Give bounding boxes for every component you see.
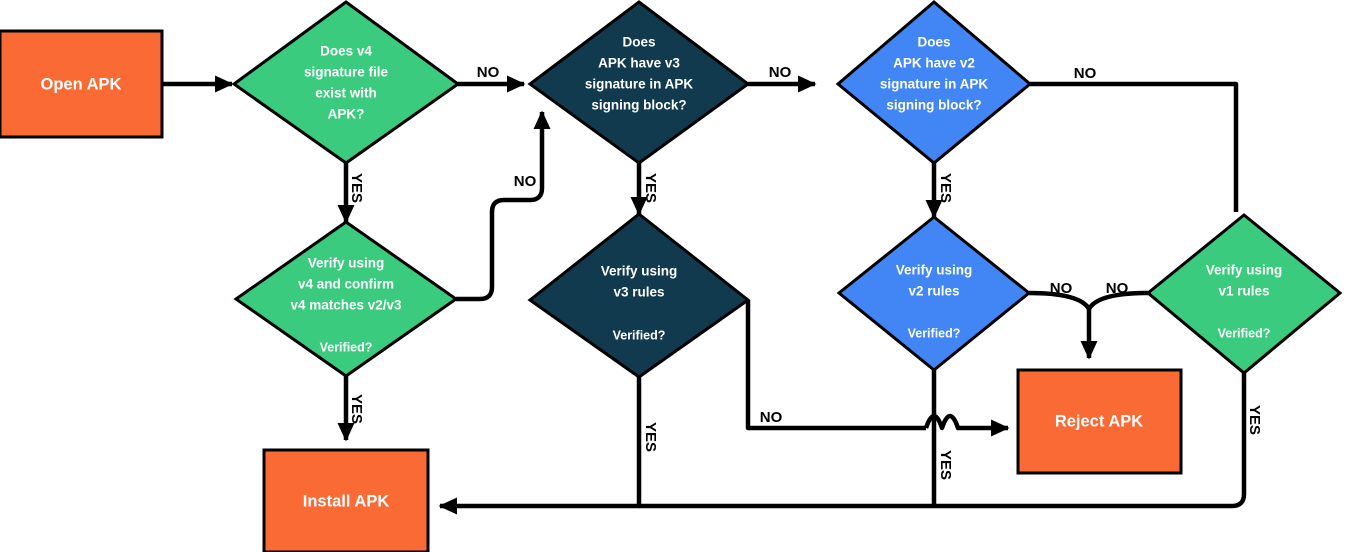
edge-verify-v1-no [1087, 290, 1149, 311]
edge-verify-v3-yes [438, 377, 642, 515]
edge-label-v4-exists-no: NO [477, 64, 500, 81]
edge-label-v3-exists-yes: YES [642, 173, 659, 203]
node-v2-exists[interactable] [835, 0, 1033, 165]
node-open-apk[interactable] [0, 29, 164, 139]
node-verify-v4[interactable] [233, 220, 459, 378]
edge-verify-v2-no [1028, 290, 1098, 360]
edge-label-v2-exists-no: NO [1074, 65, 1097, 82]
node-verify-v2[interactable] [836, 215, 1032, 372]
edge-label-v4-exists-yes: YES [348, 173, 365, 203]
node-v3-exists[interactable] [527, 0, 751, 165]
edge-label-verify-v1-no: NO [1106, 280, 1129, 297]
edge-label-verify-v2-no: NO [1050, 280, 1073, 297]
edge-v2-exists-no [1030, 81, 1239, 212]
node-reject-apk[interactable] [1016, 368, 1183, 475]
edge-label-v2-exists-yes: YES [937, 173, 954, 203]
edge-label-v3-exists-no: NO [769, 64, 792, 81]
node-verify-v3[interactable] [527, 212, 751, 379]
edge-label-verify-v2-yes: YES [937, 450, 954, 480]
edge-label-verify-v4-no: NO [514, 173, 537, 190]
edge-verify-v3-no [745, 300, 926, 431]
node-install-apk[interactable] [262, 448, 430, 552]
edge-label-verify-v1-yes: YES [1246, 405, 1263, 435]
edge-verify-v1-yes [639, 373, 1247, 509]
edge-verify-v3-no-hop [923, 413, 1010, 437]
edge-label-verify-v3-no: NO [760, 409, 783, 426]
edge-label-verify-v4-yes: YES [348, 394, 365, 424]
edge-verify-v4-no [456, 110, 551, 302]
node-v4-exists[interactable] [231, 0, 461, 165]
node-verify-v1[interactable] [1145, 213, 1343, 375]
edge-label-verify-v3-yes: YES [642, 422, 659, 452]
